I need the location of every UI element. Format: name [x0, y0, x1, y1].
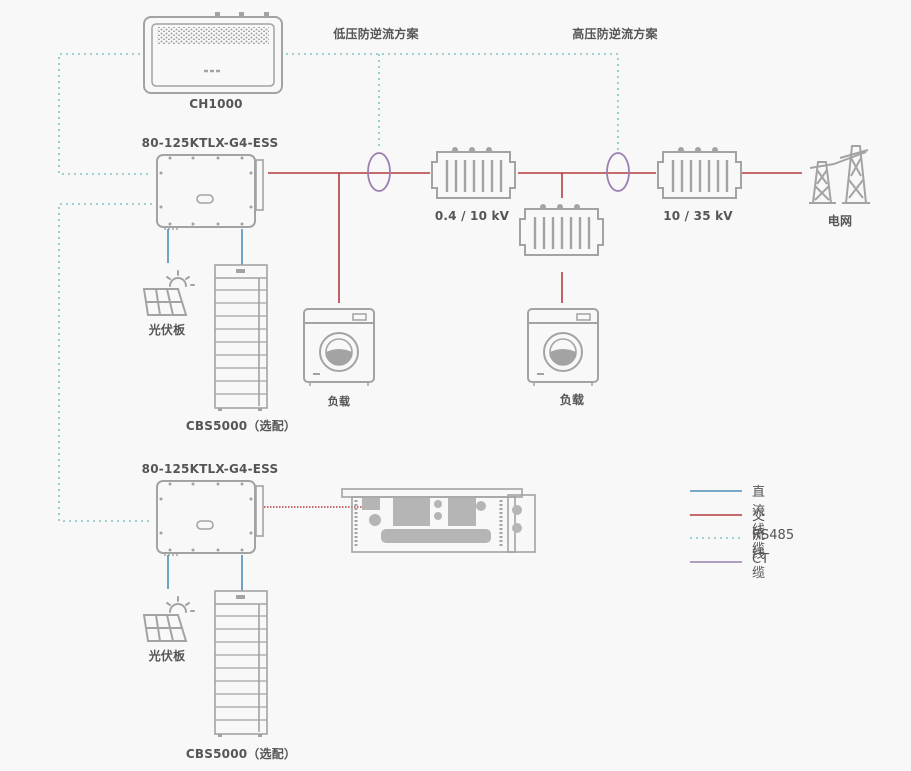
grid-tower-icon [809, 145, 870, 204]
rs485-ch1000-to-inverter-top [58, 53, 152, 175]
label-low-voltage-scheme: 低压防逆流方案 [333, 27, 419, 41]
label-pv-bottom: 光伏板 [148, 649, 186, 663]
label-inverter-top: 80-125KTLX-G4-ESS [141, 136, 279, 150]
pv-panel-top-icon [142, 270, 195, 316]
legend-label-ac: 交流线缆 [752, 508, 766, 581]
inverter-bottom-device [156, 480, 264, 556]
label-battery-top: CBS5000（选配） [185, 419, 297, 433]
label-transformer-high: 10 / 35 kV [663, 209, 733, 223]
ct-high-voltage [606, 152, 630, 192]
distribution-cabinet-icon [341, 488, 536, 553]
label-high-voltage-scheme: 高压防逆流方案 [572, 27, 658, 41]
rs485-lines [58, 53, 619, 522]
inverter-top-device [156, 154, 264, 230]
legend-label-rs485: RS485 [752, 528, 795, 543]
legend-swatch-ct [690, 560, 742, 563]
legend-swatch-dc [690, 490, 742, 492]
transformer-high-icon [656, 145, 743, 200]
label-inverter-bottom: 80-125KTLX-G4-ESS [141, 462, 279, 476]
label-pv-top: 光伏板 [148, 323, 186, 337]
legend-label-dc: 直流线缆 [752, 485, 766, 557]
transformer-low-icon [431, 147, 516, 199]
label-grid: 电网 [827, 214, 853, 228]
load-left-icon [303, 308, 375, 386]
label-load-left: 负载 [327, 395, 351, 408]
ac-lines [268, 172, 802, 303]
label-battery-bottom: CBS5000（选配） [185, 747, 297, 761]
legend-swatch-rs485 [690, 537, 742, 539]
rs485-ch1000-to-inverter-bottom [58, 203, 152, 522]
legend-swatch-ac [690, 513, 742, 516]
rs485-ch1000-to-ct-high [286, 53, 619, 150]
transformer-mid-icon [518, 202, 605, 257]
pv-panel-bottom-icon [143, 596, 195, 642]
label-transformer-low: 0.4 / 10 kV [434, 209, 510, 223]
battery-bottom-device [214, 590, 268, 738]
legend-label-ct: CT [752, 551, 770, 567]
battery-top-device [214, 264, 268, 411]
load-right-icon [527, 308, 599, 387]
ct-low-voltage [367, 152, 391, 192]
ch1000-device [143, 12, 283, 94]
dc-lines [167, 229, 243, 591]
label-load-right: 负载 [559, 393, 585, 407]
label-ch1000: CH1000 [189, 97, 243, 111]
ct-rings [367, 152, 630, 192]
